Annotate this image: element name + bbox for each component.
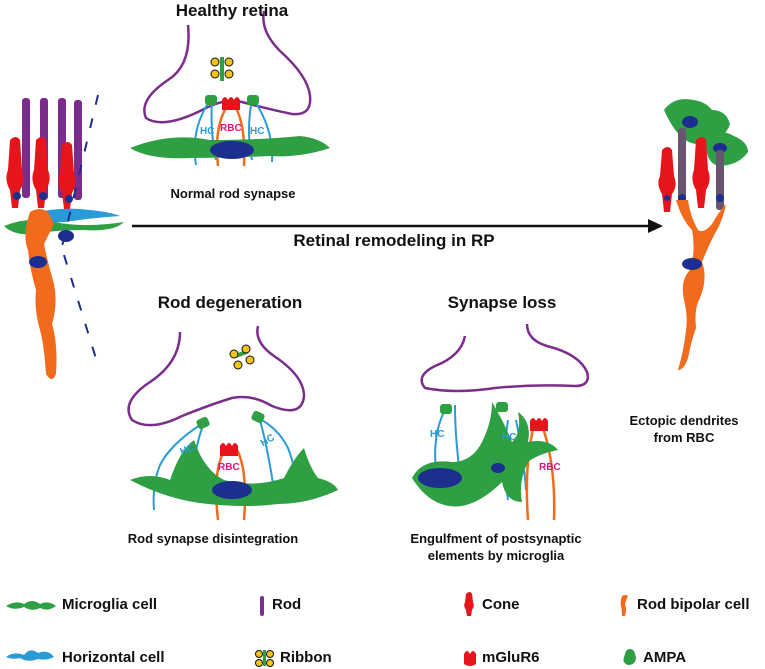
remodeled-retina-cells xyxy=(658,99,748,370)
legend-label-cone: Cone xyxy=(482,596,520,613)
synapse-loss-title: Synapse loss xyxy=(447,293,557,312)
engulfment-caption-line1: Engulfment of postsynaptic xyxy=(410,531,582,546)
cone-icon xyxy=(464,592,474,616)
legend-label-ribbon: Ribbon xyxy=(280,649,332,666)
synapse-loss-synapse: HC HC RBC xyxy=(412,323,589,521)
remodeling-arrow xyxy=(132,219,663,233)
rod-bipolar-icon xyxy=(620,595,628,616)
engulfment-caption-line2: elements by microglia xyxy=(427,548,565,563)
legend-label-ampa: AMPA xyxy=(643,649,687,666)
legend-label-rod-bipolar: Rod bipolar cell xyxy=(637,596,750,613)
mglur6-icon xyxy=(464,651,476,666)
horizontal-cell-icon xyxy=(6,650,54,661)
healthy-retina-title: Healthy retina xyxy=(175,1,289,20)
normal-rod-synapse-caption: Normal rod synapse xyxy=(170,186,296,201)
rod-icon xyxy=(260,596,264,616)
healthy-synapse: HC HC RBC xyxy=(130,10,330,167)
legend-label-microglia: Microglia cell xyxy=(62,596,158,613)
degeneration-hc-left-label: HC xyxy=(179,442,196,457)
degeneration-hc-right-label: HC xyxy=(259,432,277,449)
rod-synapse-disintegration-caption: Rod synapse disintegration xyxy=(127,531,299,546)
rod-degeneration-synapse: HC HC RBC xyxy=(127,325,338,521)
ribbon-icon xyxy=(255,650,274,667)
loss-rbc-label: RBC xyxy=(539,462,561,473)
ectopic-caption-line1: Ectopic dendrites xyxy=(629,413,739,428)
loss-hc-left-label: HC xyxy=(430,429,444,440)
ectopic-caption-line2: from RBC xyxy=(653,430,715,445)
rod-degeneration-title: Rod degeneration xyxy=(157,293,303,312)
healthy-hc-left-label: HC xyxy=(200,126,214,137)
legend-icons xyxy=(6,592,636,667)
legend-label-horizontal: Horizontal cell xyxy=(62,649,165,666)
degeneration-rbc-label: RBC xyxy=(218,462,240,473)
left-retina-cells xyxy=(4,94,124,379)
loss-hc-right-label: HC xyxy=(502,432,516,443)
legend-label-rod: Rod xyxy=(272,596,302,613)
remodeling-arrow-label: Retinal remodeling in RP xyxy=(293,231,495,250)
healthy-rbc-label: RBC xyxy=(220,123,242,134)
healthy-hc-right-label: HC xyxy=(250,126,264,137)
degeneration-ribbon xyxy=(229,344,255,370)
microglia-icon xyxy=(6,601,56,610)
ampa-icon xyxy=(623,649,636,665)
legend-label-mglur6: mGluR6 xyxy=(482,649,540,666)
healthy-ribbon xyxy=(210,57,234,81)
